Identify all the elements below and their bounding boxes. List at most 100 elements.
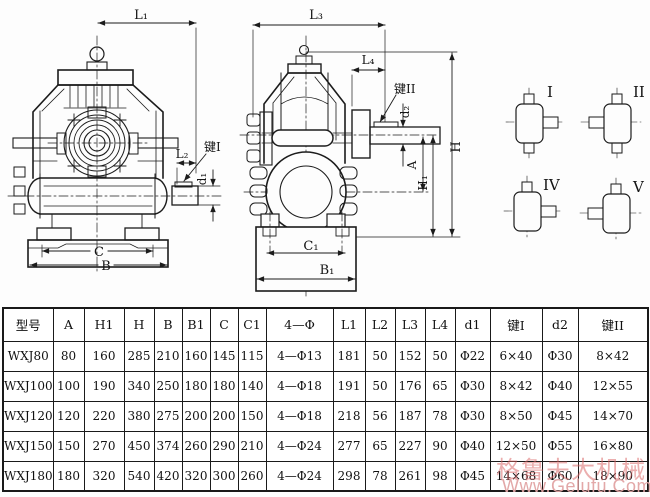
- value-cell: 180: [52, 460, 85, 492]
- value-cell: 120: [52, 400, 85, 432]
- col-header-1: A: [52, 307, 85, 342]
- value-cell: 4—Φ18: [265, 400, 334, 432]
- key1-leader: [183, 153, 207, 182]
- value-cell: Φ45: [454, 460, 491, 492]
- value-cell: 210: [237, 430, 267, 462]
- value-cell: 180: [181, 370, 211, 402]
- variant-IV: [503, 175, 562, 239]
- col-header-13: d1: [454, 307, 491, 342]
- col-header-7: C1: [237, 307, 267, 342]
- value-cell: 190: [83, 370, 125, 402]
- value-cell: 8×50: [489, 400, 543, 432]
- variant-V: [579, 177, 642, 241]
- col-header-3: H: [123, 307, 155, 342]
- side-view: [239, 22, 461, 297]
- value-cell: 540: [123, 460, 155, 492]
- value-cell: Φ55: [541, 430, 579, 462]
- model-cell: WXJ120: [2, 400, 54, 432]
- value-cell: 80: [52, 340, 85, 372]
- dim-label-d1: d₁: [195, 173, 209, 186]
- value-cell: 218: [332, 400, 366, 432]
- value-cell: 90: [424, 430, 456, 462]
- variant-I: [505, 87, 564, 159]
- col-header-4: B: [153, 307, 183, 342]
- value-cell: 200: [181, 400, 211, 432]
- value-cell: 160: [83, 340, 125, 372]
- value-cell: 4—Φ13: [265, 340, 334, 372]
- variant-label-2: II: [633, 83, 645, 101]
- value-cell: 300: [209, 460, 239, 492]
- value-cell: 380: [123, 400, 155, 432]
- value-cell: 56: [364, 400, 396, 432]
- value-cell: 4—Φ18: [265, 370, 334, 402]
- model-cell: WXJ100: [2, 370, 54, 402]
- value-cell: 285: [123, 340, 155, 372]
- value-cell: 250: [153, 370, 183, 402]
- value-cell: 320: [181, 460, 211, 492]
- value-cell: Φ40: [454, 430, 491, 462]
- bearing-flange: [63, 109, 131, 177]
- value-cell: 152: [394, 340, 426, 372]
- value-cell: 261: [394, 460, 426, 492]
- col-header-2: H1: [83, 307, 125, 342]
- value-cell: 277: [332, 430, 366, 462]
- value-cell: 6×40: [489, 340, 543, 372]
- front-view: [7, 20, 223, 273]
- value-cell: 180: [209, 370, 239, 402]
- value-cell: 340: [123, 370, 155, 402]
- value-cell: 450: [123, 430, 155, 462]
- technical-drawing: L₁ L₂ d₁ C B 键I L₃ L₄ 键II d₂ A H₁ H C₁ B…: [7, 8, 645, 297]
- drawing-labels: L₁ L₂ d₁ C B 键I L₃ L₄ 键II d₂ A H₁ H C₁ B…: [94, 8, 645, 278]
- value-cell: 298: [332, 460, 366, 492]
- value-cell: 100: [52, 370, 85, 402]
- value-cell: Φ30: [454, 370, 491, 402]
- value-cell: Φ40: [541, 370, 579, 402]
- value-cell: 12×50: [489, 430, 543, 462]
- value-cell: 260: [181, 430, 211, 462]
- value-cell: 8×42: [577, 340, 649, 372]
- value-cell: 98: [424, 460, 456, 492]
- value-cell: Φ30: [454, 400, 491, 432]
- variant-label-1: I: [547, 83, 553, 101]
- col-header-5: B1: [181, 307, 211, 342]
- value-cell: 150: [52, 430, 85, 462]
- value-cell: 290: [209, 430, 239, 462]
- value-cell: 187: [394, 400, 426, 432]
- value-cell: 181: [332, 340, 366, 372]
- eyebolt-front: [89, 46, 105, 62]
- col-header-11: L3: [394, 307, 426, 342]
- value-cell: 145: [209, 340, 239, 372]
- value-cell: 12×55: [577, 370, 649, 402]
- variant-label-5: V: [632, 178, 645, 196]
- col-header-6: C: [209, 307, 239, 342]
- value-cell: 320: [83, 460, 125, 492]
- dim-label-h: H: [449, 141, 464, 152]
- value-cell: 50: [364, 370, 396, 402]
- value-cell: 4—Φ24: [265, 460, 334, 492]
- key2-leader: [379, 94, 397, 123]
- value-cell: 191: [332, 370, 366, 402]
- value-cell: 200: [209, 400, 239, 432]
- col-header-9: L1: [332, 307, 366, 342]
- value-cell: 14×70: [577, 400, 649, 432]
- value-cell: 160: [181, 340, 211, 372]
- value-cell: 227: [394, 430, 426, 462]
- worm-cylinder: [39, 177, 156, 215]
- dim-label-l1: L₁: [134, 8, 148, 23]
- value-cell: 420: [153, 460, 183, 492]
- dim-label-b1: B₁: [320, 263, 335, 278]
- value-cell: 50: [424, 340, 456, 372]
- value-cell: Φ60: [541, 460, 579, 492]
- value-cell: Φ45: [541, 400, 579, 432]
- output-shaft-left: [12, 137, 58, 149]
- dim-label-b: B: [101, 259, 111, 274]
- col-header-12: L4: [424, 307, 456, 342]
- dim-label-l2: L₂: [176, 147, 189, 161]
- value-cell: 8×42: [489, 370, 543, 402]
- output-shaft-right: [137, 137, 179, 149]
